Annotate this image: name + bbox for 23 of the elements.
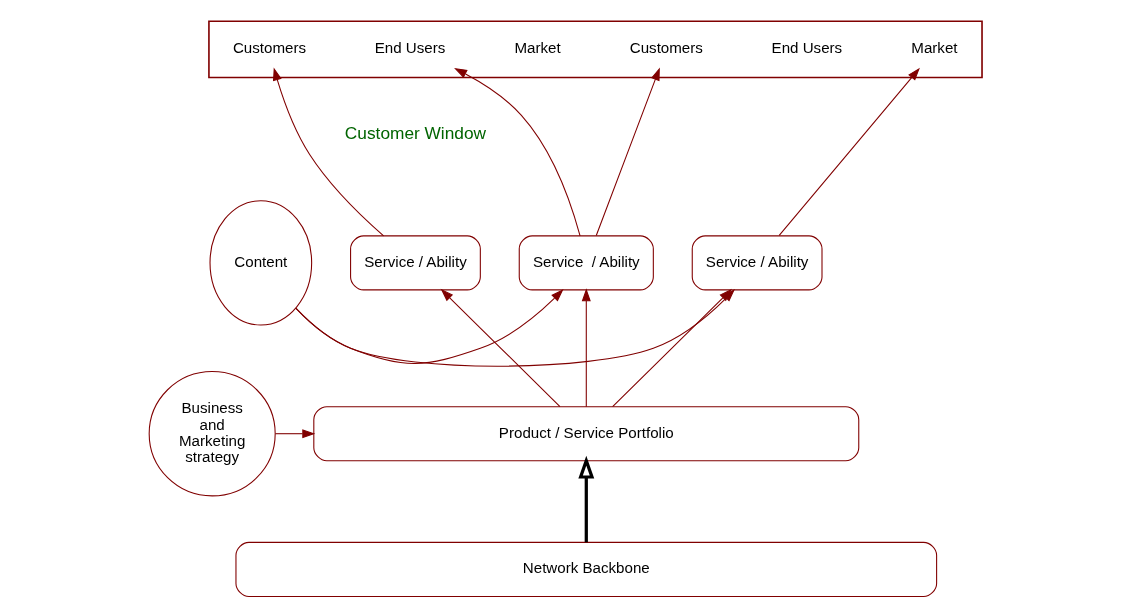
node-box: Service / Ability <box>349 235 481 291</box>
node-text: Customers <box>232 39 306 57</box>
arrow <box>581 288 591 408</box>
arrow <box>577 455 594 543</box>
label: Customer Window <box>344 122 486 143</box>
arrow <box>274 429 315 439</box>
arrow <box>453 68 581 237</box>
arrow <box>611 288 732 408</box>
node-box: Network Backbone <box>234 541 937 597</box>
node-text: Market <box>514 39 561 57</box>
arrow <box>595 67 660 236</box>
arrow <box>272 67 384 237</box>
node-text: End Users <box>374 39 445 57</box>
node-circle: Business and Marketing strategy <box>148 371 276 497</box>
arrow <box>440 288 560 408</box>
node-text: Customers <box>629 39 703 57</box>
arrow <box>778 67 920 236</box>
node-box: Service / Ability <box>518 235 654 291</box>
node-text: Market <box>910 39 958 57</box>
node-box: Service / Ability <box>691 235 823 291</box>
node-ellipse: Content <box>209 200 312 326</box>
node-text: End Users <box>771 39 842 57</box>
node-box: Product / Service Portfolio <box>312 406 859 462</box>
